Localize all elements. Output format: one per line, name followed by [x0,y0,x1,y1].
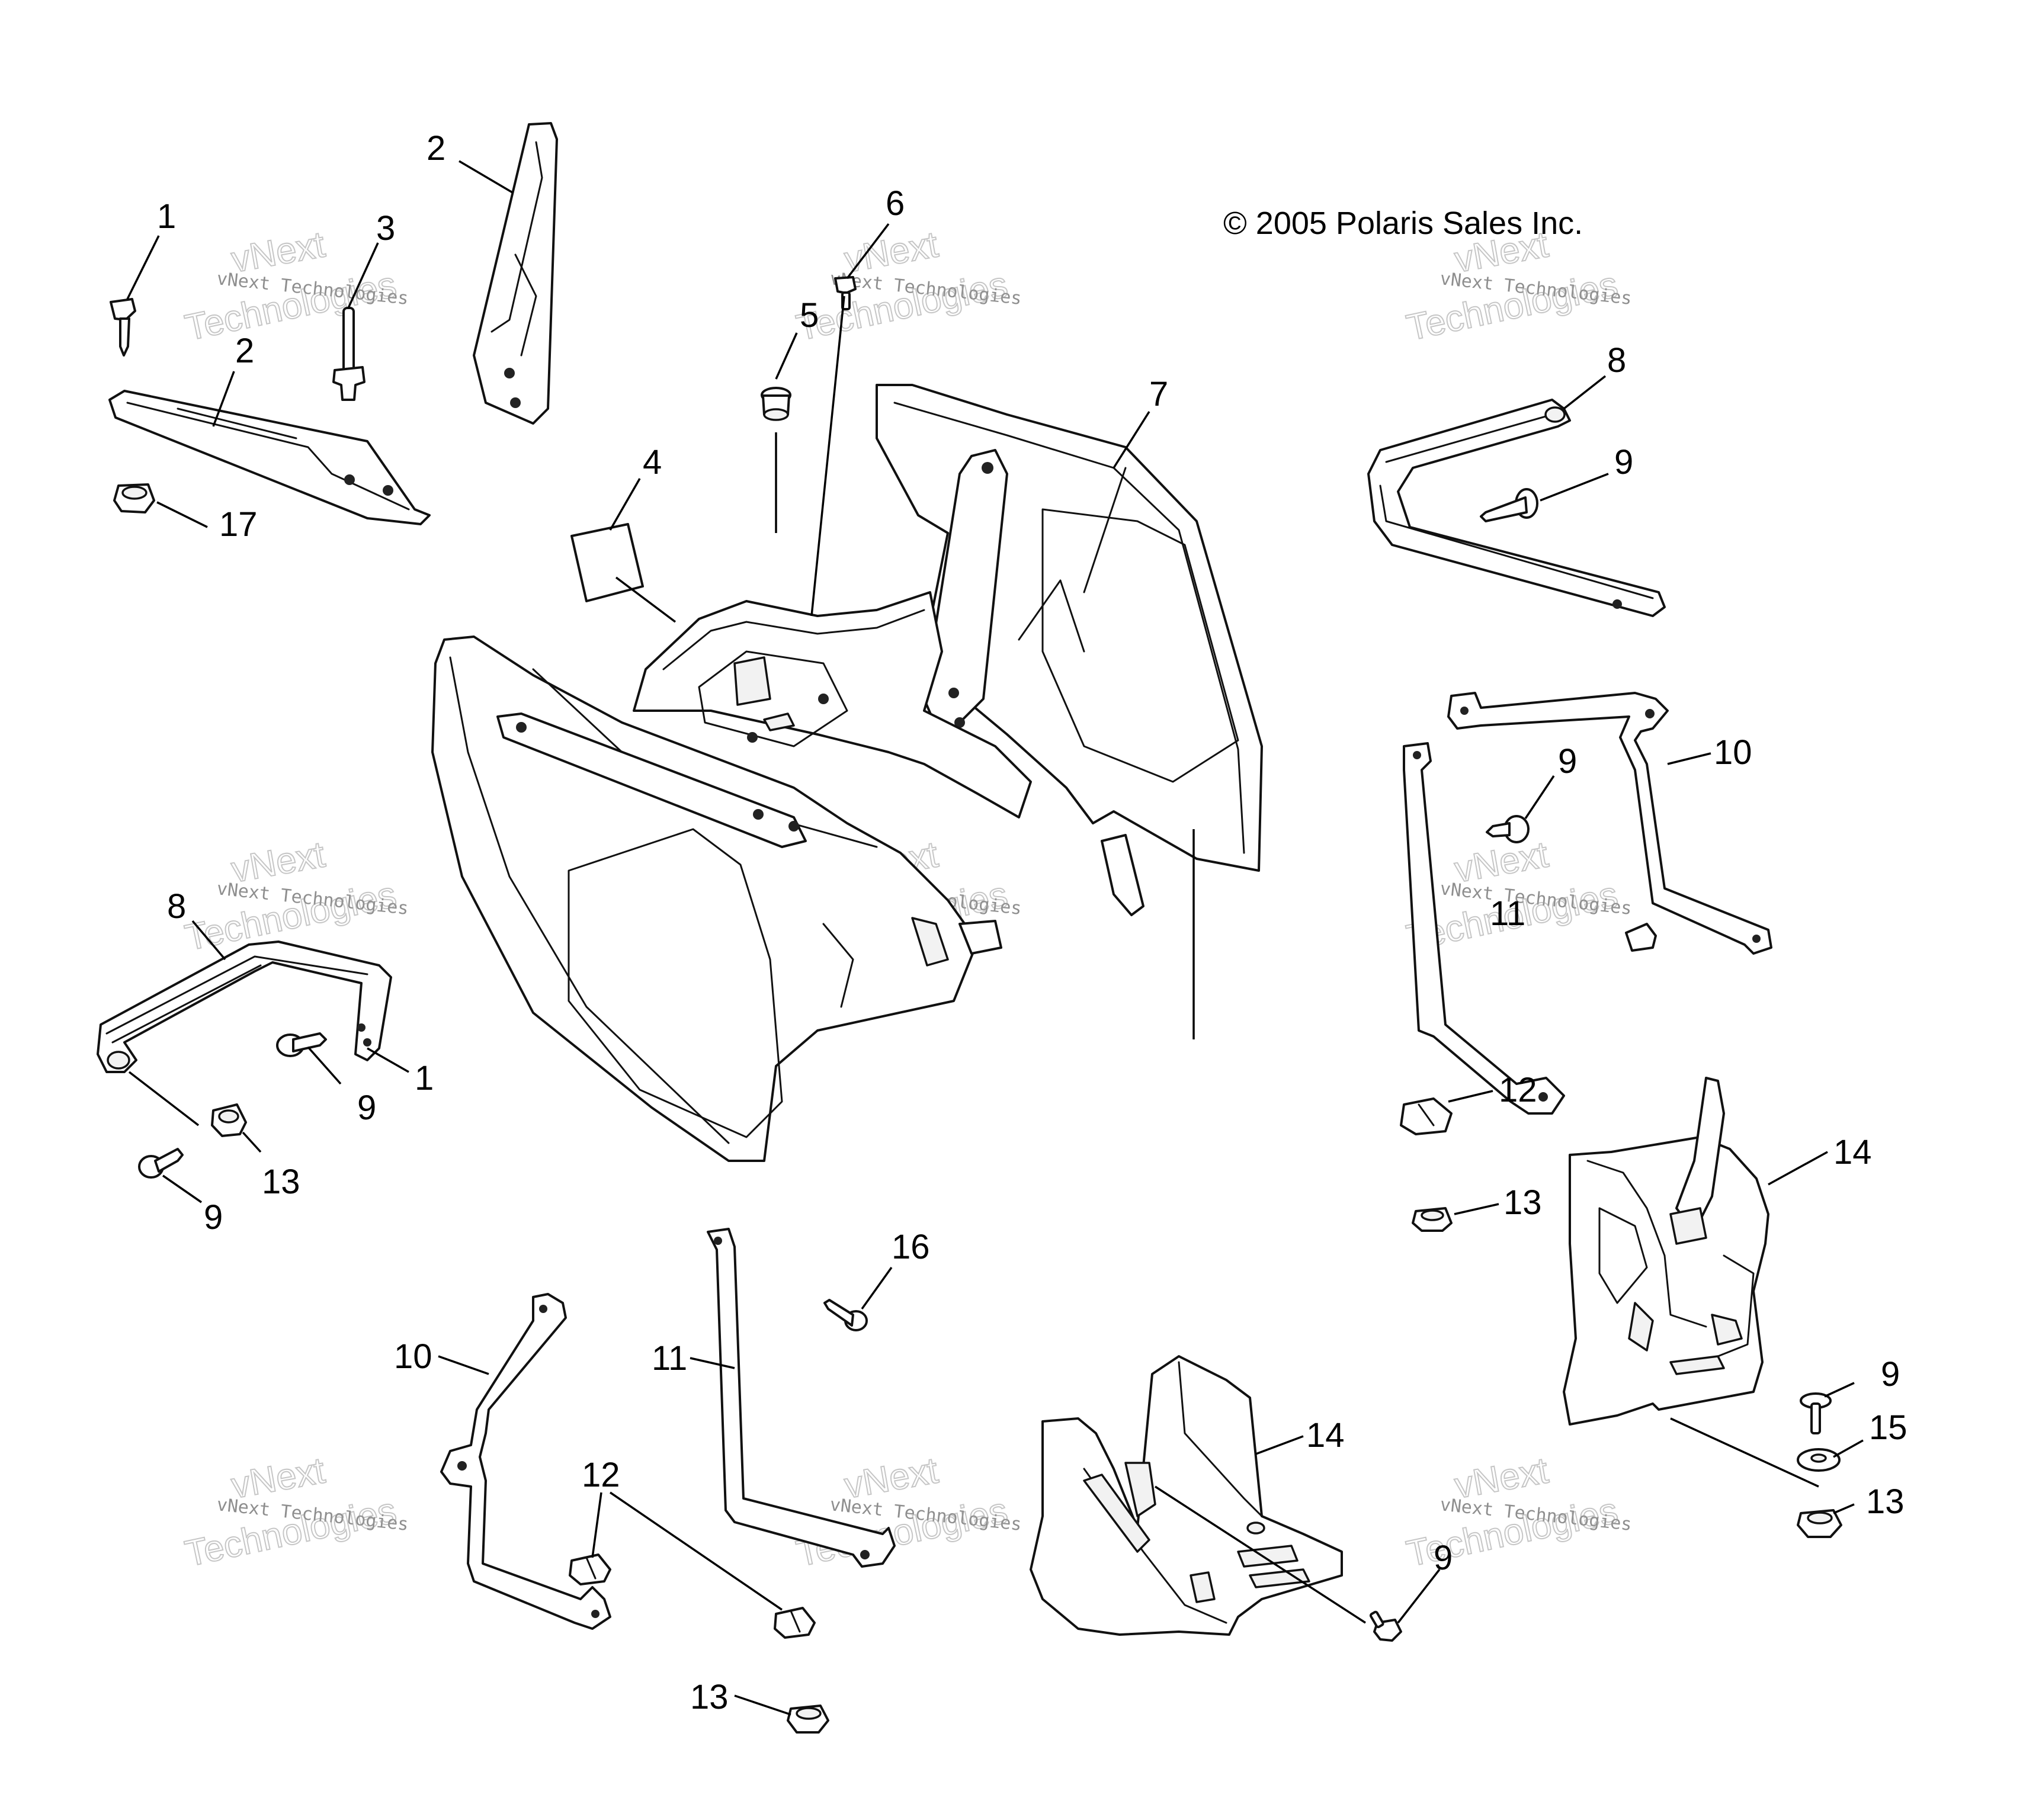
part-8-left-bracket [97,941,392,1073]
part-13-nut-bottom-right [1797,1509,1842,1538]
part-17-nut [113,483,155,513]
callout-9-right-mid: 9 [1558,742,1577,781]
part-15-washer [1797,1448,1841,1472]
watermark-bottom-center: vNext vNext Technologies Technologies [793,1449,1023,1575]
callout-14-right: 14 [1833,1133,1872,1171]
callout-2-top: 2 [427,129,445,168]
part-5-grommet [761,387,791,421]
callout-5: 5 [800,296,819,335]
part-9-push-pin-right-mid [1486,815,1530,843]
part-11-left-strut [707,1228,896,1568]
callout-4: 4 [643,443,662,482]
callout-15: 15 [1869,1408,1907,1447]
part-8-right-bracket [1367,399,1666,617]
part-16-push-pin [823,1299,868,1331]
callout-17: 17 [219,505,258,544]
part-7-front-fender [431,384,1263,1162]
watermark-top-left: vNext vNext Technologies Technologies [181,223,410,349]
part-13-nut-left [211,1103,247,1137]
part-1-push-rivet [110,298,136,357]
callout-9-left-b: 9 [204,1198,223,1237]
callout-13-bottom: 13 [690,1678,729,1716]
callout-11-left: 11 [652,1339,687,1378]
part-12-clip-left-b [774,1607,816,1639]
callout-12-left: 12 [582,1456,620,1494]
part-14-center-guard [1030,1355,1343,1636]
part-12-clip-left-a [569,1553,611,1585]
callout-11-right: 11 [1490,894,1525,933]
copyright-text: © 2005 Polaris Sales Inc. [1223,206,1583,241]
part-9-push-pin-bottom-right [1800,1392,1832,1434]
part-14-right-guard [1563,1077,1769,1426]
callout-9-bottom-right: 9 [1881,1355,1900,1394]
callout-9-bottom-center: 9 [1434,1539,1453,1577]
watermark-top-center: vNext vNext Technologies Technologies [793,223,1023,349]
callout-10-right: 10 [1714,733,1752,772]
callout-9-right-top: 9 [1614,443,1633,482]
watermark-top-right: vNext vNext Technologies Technologies [1403,223,1633,349]
callout-8-right: 8 [1607,341,1626,380]
callout-12-right: 12 [1499,1071,1537,1109]
part-9-push-pin-right-top [1480,488,1538,522]
callout-1-top: 1 [157,197,176,236]
callout-14-center: 14 [1306,1416,1345,1455]
part-9-bolt-bottom-center [1369,1610,1402,1642]
callout-7: 7 [1149,375,1168,413]
callout-8-left: 8 [167,887,186,926]
callout-2-mid: 2 [235,332,254,370]
part-12-clip-right-small [1625,923,1657,952]
part-12-clip-right [1400,1097,1453,1135]
watermark-mid-left: vNext vNext Technologies Technologies [181,833,410,959]
part-10-right-stay [1447,692,1772,955]
part-13-nut-bottom [787,1705,829,1734]
part-2-diagonal-rail [108,390,431,525]
callout-labels: 1 2 3 6 5 2 4 7 8 9 17 10 9 11 8 1 9 13 … [157,129,1907,1716]
callout-6: 6 [886,184,905,223]
part-11-right-strut [1403,742,1565,1115]
callout-13-left: 13 [262,1163,300,1201]
callout-13-bottom-right: 13 [1866,1482,1905,1521]
callout-3: 3 [376,209,395,248]
callout-1-left: 1 [415,1059,434,1097]
callout-13-right: 13 [1503,1183,1542,1222]
callout-10-left: 10 [394,1337,432,1376]
part-9-push-pin-left-a [276,1032,327,1057]
part-4-decal [570,523,644,602]
callout-16: 16 [892,1228,930,1266]
callout-9-left-a: 9 [357,1089,376,1127]
part-2-vertical-rail [473,122,558,425]
part-13-nut-right [1412,1207,1453,1232]
part-10-left-stay [440,1293,611,1630]
part-3-rivet-pin [332,307,366,401]
leader-lines [126,160,1864,1716]
watermark-bottom-left: vNext vNext Technologies Technologies [181,1449,410,1575]
part-9-push-pin-left-b [138,1148,184,1179]
part-6-screw [834,276,857,310]
